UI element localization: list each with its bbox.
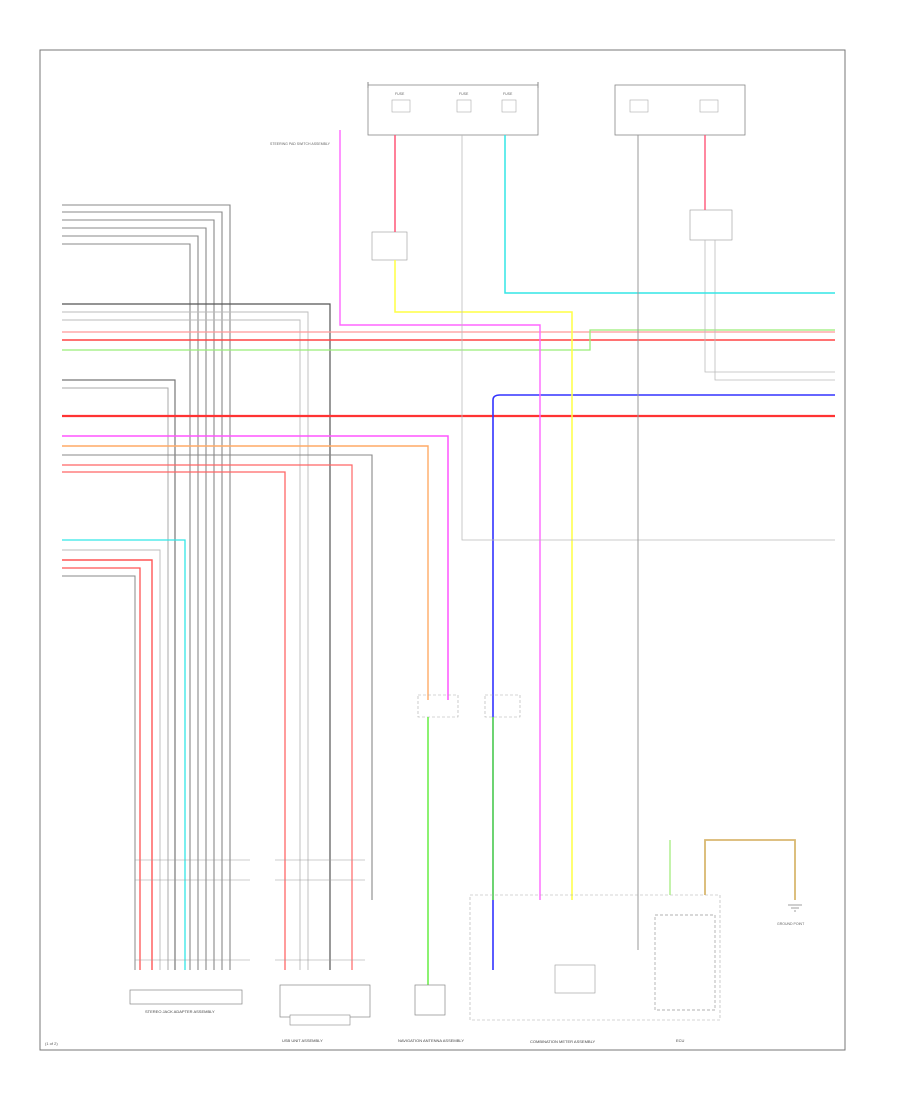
ground-point: GROUND POINT <box>777 904 805 926</box>
gray-wire-bundle <box>62 204 231 970</box>
fuse-icon <box>391 99 411 113</box>
orange-wire <box>62 445 429 700</box>
usb-unit: USB UNIT ASSEMBLY <box>279 984 371 1043</box>
light-gray-wire <box>62 311 309 970</box>
gray-wire-left <box>62 549 161 970</box>
cyan-top-wire <box>504 135 835 294</box>
gray-right-wire <box>714 240 835 381</box>
fuse-b-label: FUSE <box>459 92 469 96</box>
stereo-jack-adapter: STEREO JACK ADAPTER ASSEMBLY <box>129 989 243 1014</box>
relay-box-left <box>371 231 408 261</box>
combination-meter-label: COMBINATION METER ASSEMBLY <box>530 1039 596 1044</box>
antenna-label: NAVIGATION ANTENNA ASSEMBLY <box>398 1038 464 1043</box>
gray-top-drop <box>461 135 835 541</box>
light-gray-wire <box>62 319 301 970</box>
gray-right-wire <box>704 240 835 373</box>
diagram-frame <box>39 49 846 1051</box>
connector-ticks <box>135 859 365 961</box>
tan-ground-wire <box>704 839 796 900</box>
fuse-icon <box>456 99 472 113</box>
cyan-wire-left <box>62 539 186 970</box>
fuse-icon <box>501 99 517 113</box>
ground-label: GROUND POINT <box>777 922 805 926</box>
red-usb-wire-2 <box>62 471 286 970</box>
magenta-wire <box>62 435 449 700</box>
stereo-jack-adapter-label: STEREO JACK ADAPTER ASSEMBLY <box>145 1009 215 1014</box>
fuse-icon <box>699 99 719 113</box>
gray-usb-wire <box>62 454 373 900</box>
ecu-label: ECU <box>676 1038 685 1043</box>
fuse-c-label: FUSE <box>503 92 513 96</box>
page-label: (1 of 2) <box>45 1041 58 1046</box>
usb-unit-label: USB UNIT ASSEMBLY <box>282 1038 323 1043</box>
combination-meter: COMBINATION METER ASSEMBLY <box>469 894 721 1044</box>
ecu-box: ECU <box>654 914 716 1043</box>
gray-drop-wire <box>62 387 169 970</box>
red-wire-left-2 <box>62 567 141 970</box>
red-wire-left <box>62 559 153 970</box>
steering-pad-label: STEERING PAD SWITCH ASSEMBLY <box>270 142 331 146</box>
pink-top-drop <box>339 130 541 900</box>
gray-drop-wire <box>62 379 176 970</box>
center-connectors <box>417 694 521 718</box>
fuse-a-label: FUSE <box>395 92 405 96</box>
dark-gray-wire <box>62 303 331 970</box>
fuse-block-right <box>614 84 746 136</box>
antenna-assembly: NAVIGATION ANTENNA ASSEMBLY <box>398 984 464 1043</box>
blue-wire <box>492 394 835 970</box>
fuse-block-left: FUSE FUSE FUSE <box>367 82 539 136</box>
relay-box-right <box>689 209 733 241</box>
red-usb-wire <box>62 464 353 970</box>
green-trunk <box>62 329 835 351</box>
yellow-wire <box>394 260 573 900</box>
fuse-icon <box>629 99 649 113</box>
gray-wire-left-2 <box>62 575 136 970</box>
